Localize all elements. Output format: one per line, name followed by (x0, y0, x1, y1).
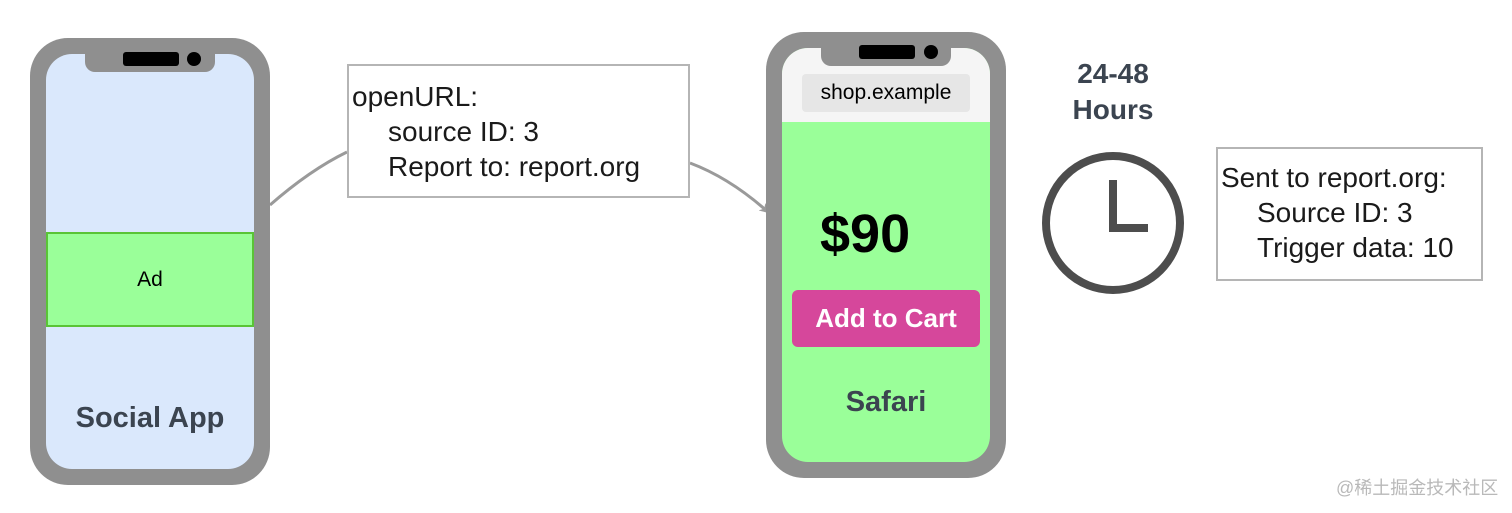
delay-range: 24-48 (1077, 58, 1149, 89)
safari-label: Safari (845, 386, 927, 418)
speaker-icon (123, 52, 179, 66)
social-app-label: Social App (75, 402, 225, 434)
safari-phone: shop.example $90 Add to Cart Safari (766, 32, 1006, 478)
delay-label: 24-48 Hours (1048, 56, 1178, 128)
camera-icon (924, 45, 938, 59)
address-bar[interactable]: shop.example (802, 74, 970, 112)
social-app-screen: Ad Social App (46, 54, 254, 469)
open-url-line-2: source ID: 3 (388, 116, 539, 147)
clock-icon (1042, 152, 1184, 294)
delay-unit: Hours (1072, 94, 1154, 125)
speaker-icon (859, 45, 915, 59)
camera-icon (187, 52, 201, 66)
report-box: Sent to report.org: Source ID: 3 Trigger… (1216, 147, 1483, 281)
add-to-cart-button[interactable]: Add to Cart (792, 290, 980, 347)
open-url-line-3: Report to: report.org (388, 151, 641, 182)
connector-ad-to-box (269, 150, 348, 207)
report-line-1: Sent to report.org: (1221, 162, 1447, 193)
social-app-phone: Ad Social App (30, 38, 270, 485)
connector-box-to-browser (689, 161, 770, 214)
watermark: @稀土掘金技术社区 (1336, 478, 1499, 498)
open-url-box: openURL: source ID: 3 Report to: report.… (347, 64, 690, 198)
report-line-2: Source ID: 3 (1257, 197, 1413, 228)
product-price: $90 (820, 204, 911, 264)
safari-screen: shop.example $90 Add to Cart Safari (782, 48, 990, 462)
ad-label: Ad (137, 267, 163, 291)
open-url-line-1: openURL: (352, 81, 479, 112)
ad-banner[interactable]: Ad (46, 232, 254, 327)
report-line-3: Trigger data: 10 (1257, 232, 1454, 263)
